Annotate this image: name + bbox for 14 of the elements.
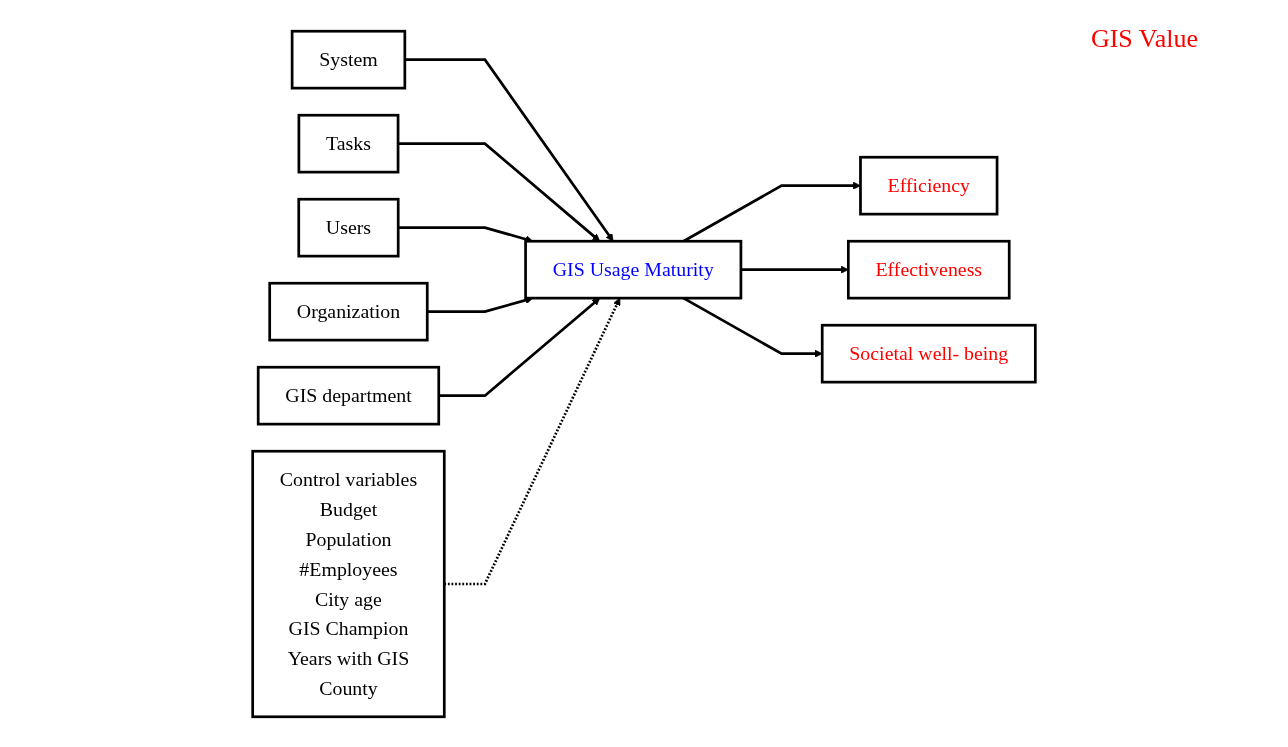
arrow	[740, 265, 849, 274]
node-box: Efficiency	[859, 155, 999, 215]
node-box: Organization	[268, 281, 429, 341]
node-box: System	[290, 29, 407, 89]
arrow	[438, 297, 601, 397]
arrow	[398, 141, 601, 242]
node-box: Users	[297, 197, 400, 257]
node-box: GIS Usage Maturity	[524, 239, 743, 299]
node-box: Control variables Budget Population #Employees City age GIS Champion Years with GIS County	[251, 449, 446, 718]
node-box: Societal well- being	[820, 323, 1037, 383]
node-box: GIS department	[256, 365, 441, 425]
node-box: Effectiveness	[846, 239, 1011, 299]
node-box: Tasks	[297, 113, 400, 173]
heading-text: GIS Value	[1090, 24, 1198, 54]
